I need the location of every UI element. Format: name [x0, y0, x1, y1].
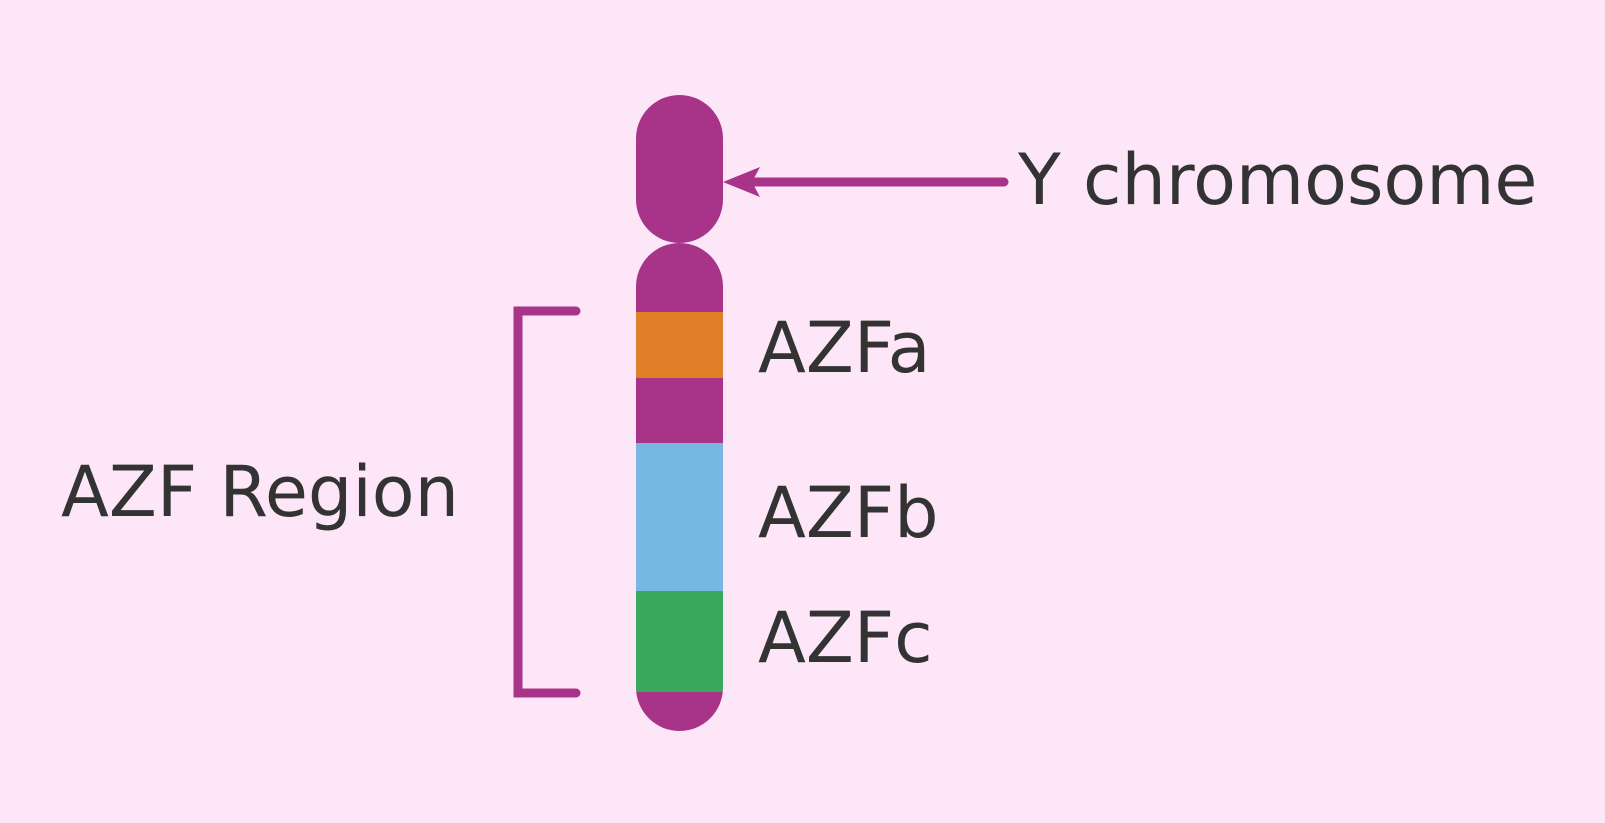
pointer-arrowhead — [723, 167, 760, 197]
middle-band — [636, 378, 723, 443]
long-arm-top-band — [636, 243, 723, 312]
azf-region-label: AZF Region — [61, 451, 459, 533]
chromosome-short-arm — [636, 95, 723, 243]
azf-region-bracket — [513, 306, 581, 698]
azfb-label: AZFb — [758, 472, 939, 554]
chromosome-long-arm — [636, 243, 723, 731]
azfa-label: AZFa — [758, 307, 931, 389]
long-arm-bottom-band — [636, 692, 723, 731]
azfa-band — [636, 312, 723, 378]
azfc-band — [636, 591, 723, 692]
azfb-band — [636, 443, 723, 591]
chromosome-label: Y chromosome — [1018, 139, 1538, 221]
azfc-label: AZFc — [758, 597, 933, 679]
